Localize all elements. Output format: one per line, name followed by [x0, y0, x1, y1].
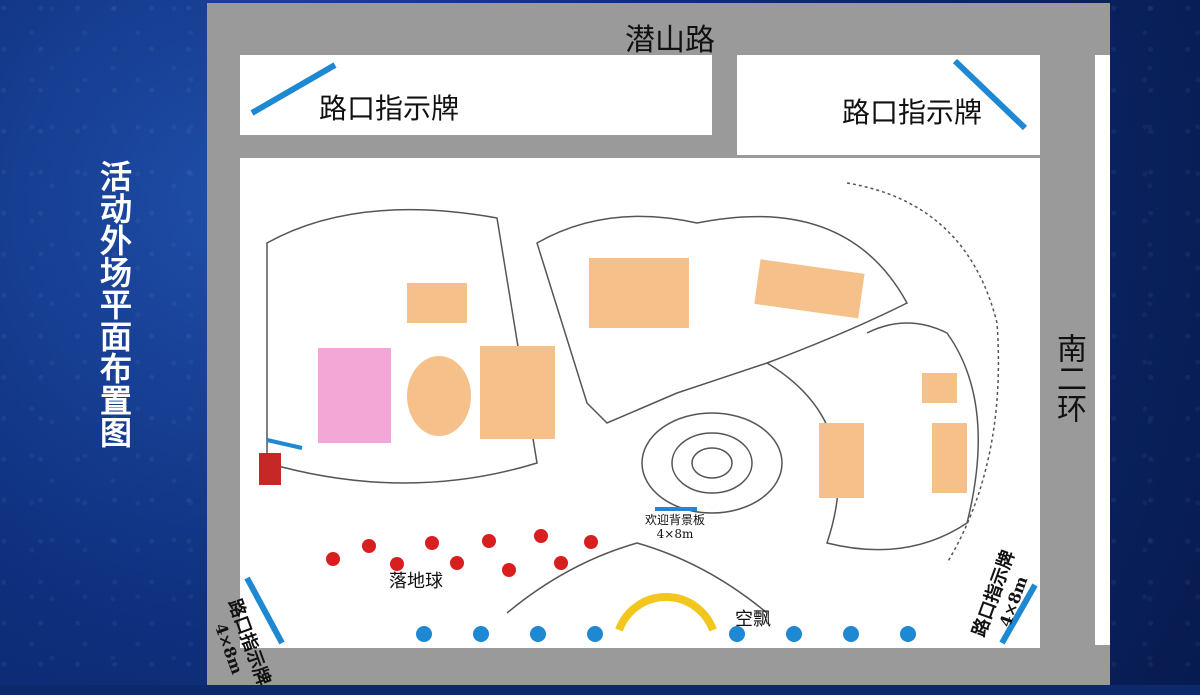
floor-balls-label: 落地球: [389, 571, 443, 592]
sign-top-right-label: 路口指示牌: [842, 96, 983, 129]
meeting-room-4: [819, 423, 864, 498]
floor-ball: [326, 552, 340, 566]
balloons: [416, 626, 916, 642]
meeting-room-2: [589, 258, 689, 328]
exhibition-zone: [318, 348, 391, 443]
parcel-east-edge: [1095, 55, 1110, 645]
balloon: [530, 626, 546, 642]
meeting-room-5: [932, 423, 967, 493]
road-east-label: 南二环: [1051, 333, 1086, 423]
balloon: [843, 626, 859, 642]
balloon: [729, 626, 745, 642]
balloon: [900, 626, 916, 642]
road-north-label: 潜山路: [625, 23, 715, 58]
sign-bar-top-left: [250, 62, 337, 116]
registration-desk: [259, 453, 281, 485]
floor-ball: [362, 539, 376, 553]
welcome-board-name: 欢迎背景板: [645, 513, 706, 527]
meeting-room-1: [407, 283, 467, 323]
hall-room-1: [480, 346, 555, 439]
floor-ball: [390, 557, 404, 571]
floor-ball: [450, 556, 464, 570]
sign-bar-bottom-left: [244, 576, 285, 645]
entrance-marker: [266, 438, 303, 450]
floor-ball: [534, 529, 548, 543]
meeting-room-6: [922, 373, 957, 403]
site-plan: 潜山路 南二环 路口指示牌 路口指示牌 路口指示牌 4×8m 路口指示牌 4×8…: [207, 3, 1110, 688]
floor-ball: [554, 556, 568, 570]
welcome-board-label: 欢迎背景板 4×8m: [645, 513, 705, 541]
sign-top-left-label: 路口指示牌: [319, 92, 460, 125]
balloon: [786, 626, 802, 642]
parcel-north-right: [737, 55, 1040, 155]
floor-ball: [482, 534, 496, 548]
balloons-label: 空飘: [735, 609, 771, 630]
slide-title: 活动外场平面布置图: [95, 160, 133, 448]
floor-ball: [425, 536, 439, 550]
sign-bar-top-right: [952, 58, 1028, 131]
meeting-room-3: [754, 259, 865, 319]
inflatable-arch: [615, 593, 717, 632]
auditorium-round: [407, 356, 471, 436]
balloon: [587, 626, 603, 642]
floor-ball: [502, 563, 516, 577]
floor-balls: [326, 529, 598, 577]
floor-ball: [584, 535, 598, 549]
welcome-board-size: 4×8m: [656, 527, 694, 541]
site-plan-drawing: [207, 3, 1110, 685]
sign-bar-bottom-right: [999, 583, 1038, 645]
parcel-north-left: [240, 55, 712, 135]
balloon: [473, 626, 489, 642]
balloon: [416, 626, 432, 642]
